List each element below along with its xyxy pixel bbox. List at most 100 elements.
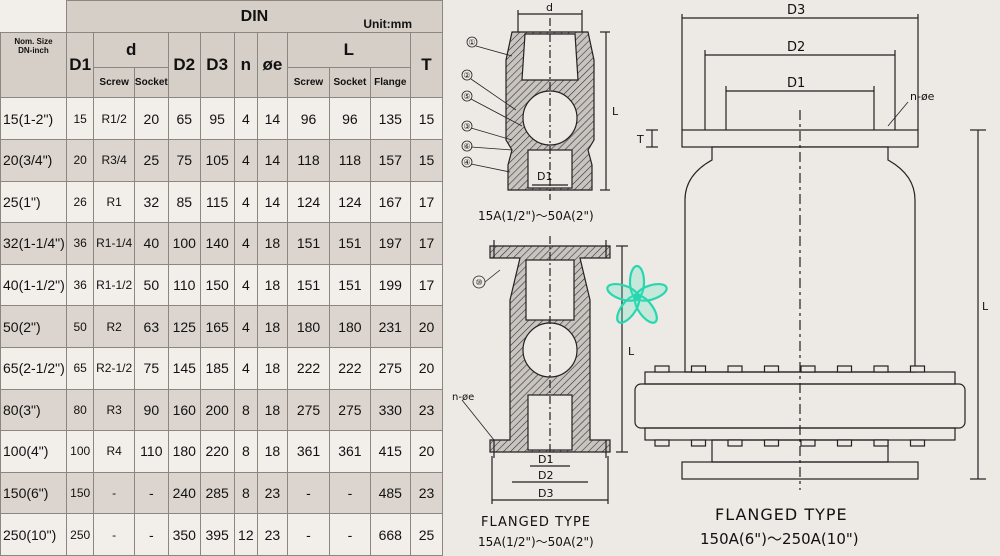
- cell-l-socket: -: [329, 471, 371, 515]
- cell-oe: 14: [257, 138, 288, 182]
- cell-t: 17: [409, 263, 444, 307]
- bottom-caption-title: FLANGED TYPE: [481, 515, 591, 530]
- cell-d2: 65: [167, 97, 201, 140]
- cell-l-flange: 275: [369, 346, 411, 390]
- cell-t: 17: [409, 180, 444, 224]
- cell-n: 8: [233, 388, 259, 432]
- cell-l-flange: 415: [369, 430, 411, 473]
- cell-socket: 75: [133, 346, 169, 390]
- cell-screw: R1-1/4: [93, 222, 135, 265]
- cell-d1: 20: [65, 138, 95, 182]
- nom-size-header: Nom. Size DN-inch: [0, 32, 67, 99]
- cell-l-socket: 222: [329, 346, 371, 390]
- cell-l-flange: 157: [369, 138, 411, 182]
- cell-n: 8: [233, 471, 259, 515]
- bottom-d1-label: D1: [538, 453, 553, 466]
- nom-size-line1: Nom. Size: [14, 37, 53, 47]
- d3-header: D3: [199, 32, 235, 99]
- cell-n: 8: [233, 430, 259, 473]
- cell-oe: 23: [257, 471, 288, 515]
- cell-screw: R2: [93, 305, 135, 348]
- cell-l-screw: 361: [286, 430, 331, 473]
- cell-l-socket: 96: [329, 97, 371, 140]
- cell-screw: R1-1/2: [93, 263, 135, 307]
- cell-size: 25(1"): [0, 180, 67, 224]
- cell-screw: R2-1/2: [93, 346, 135, 390]
- cell-screw: -: [93, 513, 135, 556]
- cell-size: 32(1-1/4"): [0, 222, 67, 265]
- part-5-label: ⑤: [463, 92, 470, 101]
- d1-header: D1: [65, 32, 95, 99]
- cell-oe: 14: [257, 180, 288, 224]
- part-4-label: ④: [463, 158, 470, 167]
- cell-d1: 250: [65, 513, 95, 556]
- cell-size: 40(1-1/2"): [0, 263, 67, 307]
- dimension-table: DIN Unit:mm Nom. Size DN-inch D1 d D2 D3…: [0, 0, 444, 556]
- cell-d2: 350: [167, 513, 201, 556]
- cell-d3: 165: [199, 305, 235, 348]
- cell-n: 4: [233, 346, 259, 390]
- cell-d1: 50: [65, 305, 95, 348]
- cell-l-flange: 135: [369, 97, 411, 140]
- cell-socket: 40: [133, 222, 169, 265]
- part-3-label: ③: [463, 122, 470, 131]
- cell-screw: R4: [93, 430, 135, 473]
- cell-screw: R3: [93, 388, 135, 432]
- unit-label: Unit:mm: [363, 17, 412, 31]
- cell-l-socket: 151: [329, 222, 371, 265]
- cell-socket: 20: [133, 97, 169, 140]
- flange-bolt-top: [654, 365, 670, 373]
- cell-d2: 110: [167, 263, 201, 307]
- cell-l-screw: -: [286, 513, 331, 556]
- cell-socket: -: [133, 513, 169, 556]
- bottom-small-valve: [461, 236, 628, 504]
- large-t-label: T: [636, 133, 644, 146]
- large-d1-label: D1: [787, 76, 805, 91]
- cell-d1: 36: [65, 222, 95, 265]
- cell-t: 23: [409, 388, 444, 432]
- cell-d3: 395: [199, 513, 235, 556]
- cell-oe: 18: [257, 388, 288, 432]
- large-l-label: L: [982, 300, 989, 313]
- cell-l-socket: 275: [329, 388, 371, 432]
- cell-d2: 125: [167, 305, 201, 348]
- bottom-d3-label: D3: [538, 487, 553, 500]
- part-10-label: ⑩: [475, 278, 482, 287]
- d-header: d: [93, 32, 169, 68]
- cell-l-screw: 151: [286, 222, 331, 265]
- large-caption-title: FLANGED TYPE: [715, 505, 848, 524]
- cell-l-screw: 222: [286, 346, 331, 390]
- cell-size: 20(3/4"): [0, 138, 67, 182]
- l-screw-subheader: Screw: [286, 66, 331, 99]
- cell-oe: 18: [257, 430, 288, 473]
- cell-l-screw: 124: [286, 180, 331, 224]
- cell-socket: 90: [133, 388, 169, 432]
- cell-size: 250(10"): [0, 513, 67, 556]
- valve-drawings: d D1 L 15A(1/2")～50A(2") ① ② ⑤ ③ ⑥ ④ ⑩ D…: [452, 1, 989, 549]
- flange-bolt-bottom: [690, 439, 707, 447]
- flange-bolt-bottom: [654, 439, 670, 447]
- bottom-caption-range: 15A(1/2")～50A(2"): [478, 535, 594, 549]
- top-d-label: d: [546, 1, 553, 14]
- flange-bolt-top: [727, 365, 743, 373]
- cell-d2: 240: [167, 471, 201, 515]
- flange-bolt-top: [836, 365, 853, 373]
- cell-t: 15: [409, 138, 444, 182]
- bottom-noe-label: n-øe: [452, 392, 474, 403]
- cell-screw: R1: [93, 180, 135, 224]
- din-header: DIN Unit:mm: [65, 0, 444, 34]
- cell-socket: 110: [133, 430, 169, 473]
- large-flanged-valve: [634, 14, 986, 490]
- bottom-d2-label: D2: [538, 469, 553, 482]
- cell-size: 50(2"): [0, 305, 67, 348]
- din-title: DIN: [240, 7, 269, 25]
- cell-size: 150(6"): [0, 471, 67, 515]
- cell-d1: 15: [65, 97, 95, 140]
